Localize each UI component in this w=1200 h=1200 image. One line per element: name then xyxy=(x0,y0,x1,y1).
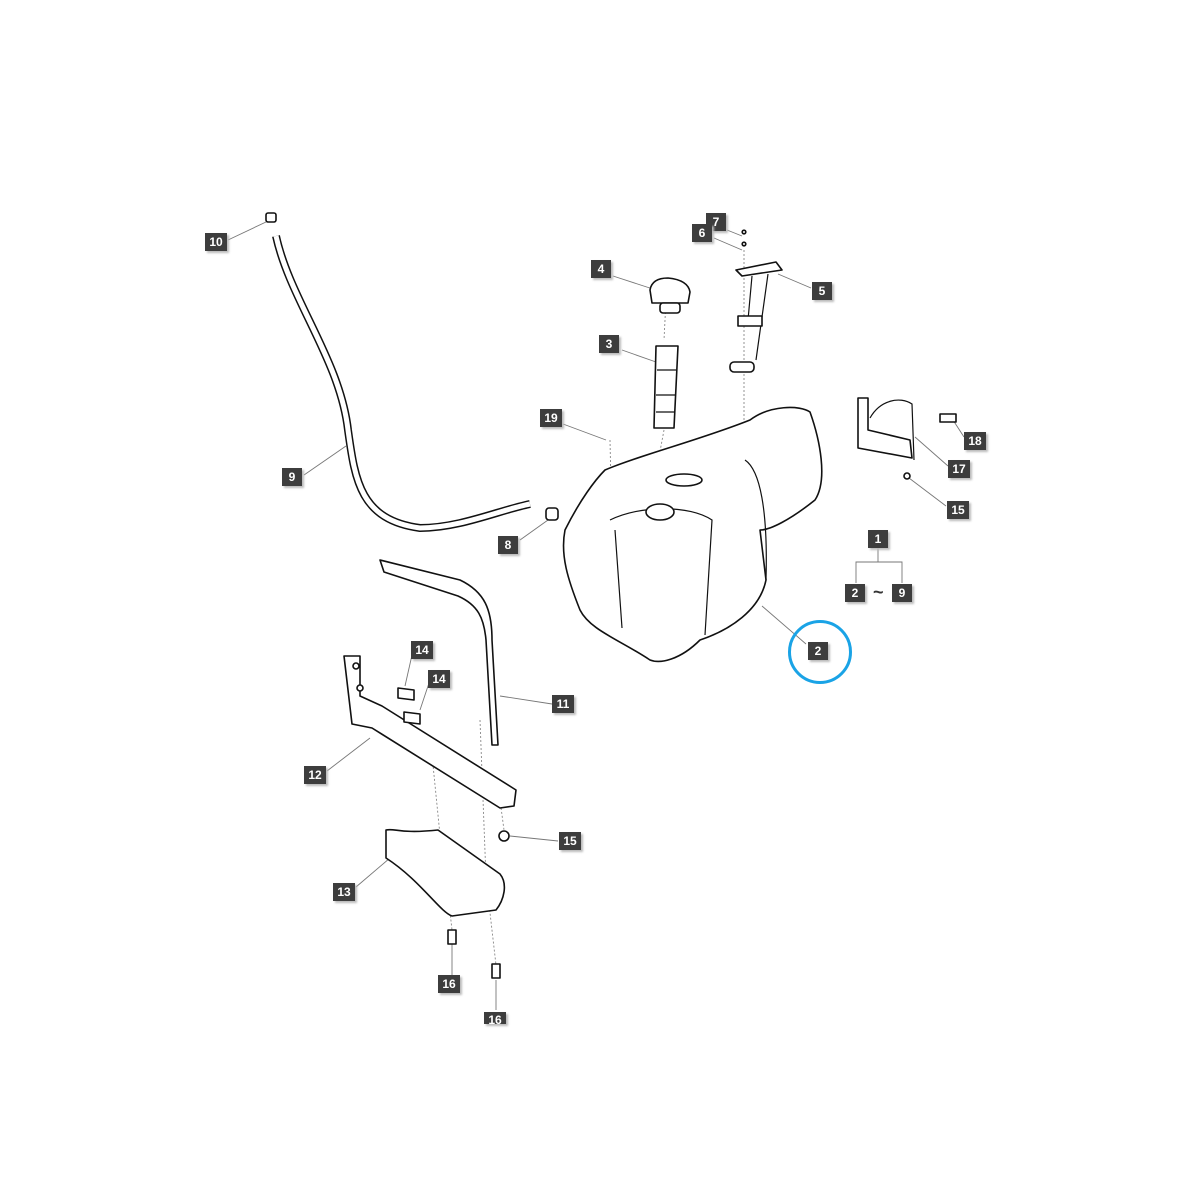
callout-6[interactable]: 6 xyxy=(692,224,712,242)
callout-14[interactable]: 14 xyxy=(411,641,433,659)
fuel-sender xyxy=(729,229,783,373)
callout-11[interactable]: 11 xyxy=(552,695,574,713)
callout-13[interactable]: 13 xyxy=(333,883,355,901)
fuel-tank xyxy=(562,406,823,663)
support-bracket xyxy=(343,655,517,842)
highlight-circle xyxy=(788,620,852,684)
callout-16[interactable]: 16 xyxy=(484,1012,506,1024)
strainer xyxy=(653,345,679,429)
callout-17[interactable]: 17 xyxy=(948,460,970,478)
bracket xyxy=(857,397,957,480)
callout-3[interactable]: 3 xyxy=(599,335,619,353)
callout-14[interactable]: 14 xyxy=(428,670,450,688)
callout-18[interactable]: 18 xyxy=(964,432,986,450)
callout-12[interactable]: 12 xyxy=(304,766,326,784)
callout-19[interactable]: 19 xyxy=(540,409,562,427)
callout-16[interactable]: 16 xyxy=(438,975,460,993)
callout-5[interactable]: 5 xyxy=(812,282,832,300)
assembly-range-end[interactable]: 9 xyxy=(892,584,912,602)
strap xyxy=(379,559,499,746)
callout-2-highlighted[interactable]: 2 xyxy=(808,642,828,660)
foot-plate xyxy=(385,828,506,979)
callout-8[interactable]: 8 xyxy=(498,536,518,554)
callout-10[interactable]: 10 xyxy=(205,233,227,251)
callout-4[interactable]: 4 xyxy=(591,260,611,278)
fuel-cap xyxy=(649,277,691,314)
callout-15[interactable]: 15 xyxy=(947,501,969,519)
callout-9[interactable]: 9 xyxy=(282,468,302,486)
assembly-range-separator: ~ xyxy=(873,582,884,602)
assembly-parent-callout[interactable]: 1 xyxy=(868,530,888,548)
callout-15[interactable]: 15 xyxy=(559,832,581,850)
assembly-range-start[interactable]: 2 xyxy=(845,584,865,602)
fuel-hose xyxy=(265,212,559,533)
